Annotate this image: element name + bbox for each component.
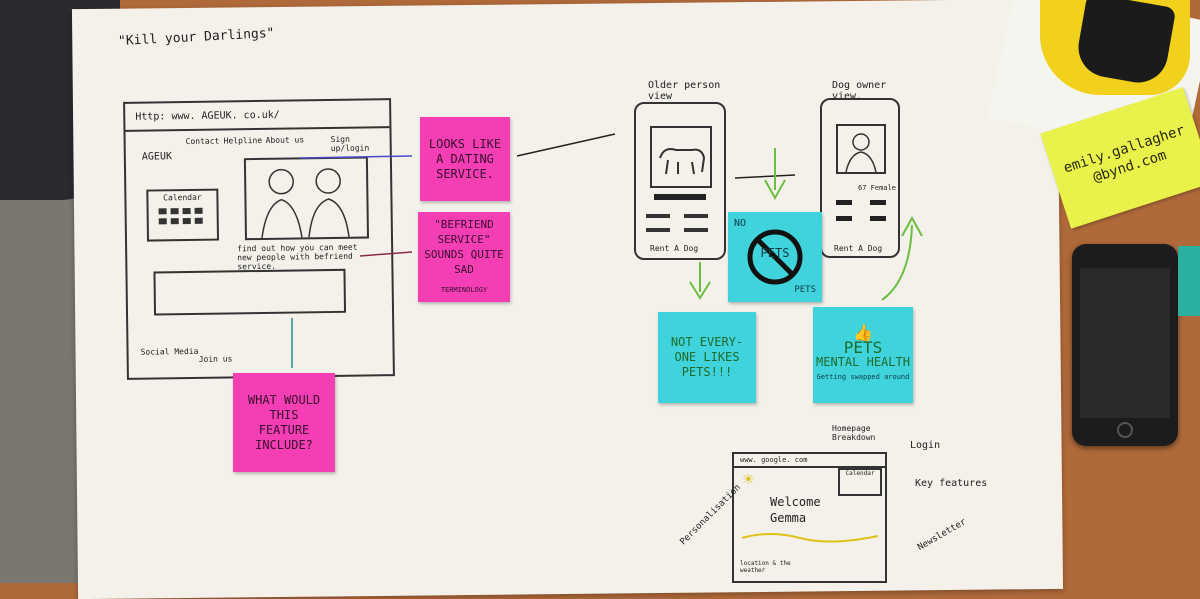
- note-dating-text: LOOKS LIKE A DATING SERVICE.: [428, 136, 502, 181]
- note-pets-body: MENTAL HEALTH: [816, 355, 910, 369]
- note-feature-question: WHAT WOULD THIS FEATURE INCLUDE?: [233, 373, 335, 472]
- note-dating-service: LOOKS LIKE A DATING SERVICE.: [420, 117, 510, 201]
- owner-rent-button: Rent A Dog: [834, 244, 883, 253]
- owner-view-label: Dog owner view.: [832, 80, 887, 102]
- annot-login: Login: [910, 440, 941, 451]
- phone-owner-view: 67 Female Rent A Dog: [820, 98, 900, 258]
- thumbs-up-icon: 👍: [853, 323, 873, 342]
- bottom-calendar-label: Calendar: [845, 470, 875, 477]
- note-pets-title: PETS: [843, 338, 883, 357]
- bottom-calendar: Calendar: [838, 468, 882, 496]
- website-wireframe: Http: www. AGEUK. co.uk/ Contact Helplin…: [123, 98, 395, 380]
- note-not-everyone-text: NOT EVERY-ONE LIKES PETS!!!: [670, 335, 744, 379]
- dog-image: [650, 126, 712, 188]
- bottom-url: www. google. com: [740, 456, 808, 464]
- owner-image: [836, 124, 886, 174]
- note-befriend-body: SOUNDS QUITE SAD: [424, 247, 504, 276]
- sun-icon: ☀: [742, 472, 755, 488]
- note-email-text: emily.gallagher @bynd.com: [1061, 122, 1187, 186]
- smartphone-screen: [1080, 268, 1170, 418]
- annot-key-features: Key features: [915, 478, 988, 489]
- annot-homepage: Homepage Breakdown: [832, 424, 876, 442]
- phone-older-view: Rent A Dog: [634, 102, 726, 260]
- people-image: [243, 156, 370, 241]
- smartphone-device: [1072, 244, 1178, 446]
- note-feature-text: WHAT WOULD THIS FEATURE INCLUDE?: [247, 392, 321, 452]
- no-pets-bottom: PETS: [794, 285, 816, 295]
- note-no-pets: NO PETS PETS: [728, 212, 822, 302]
- note-pets-footer: Getting swapped around: [816, 373, 910, 381]
- no-pets-center: PETS: [760, 246, 790, 260]
- note-not-everyone: NOT EVERY-ONE LIKES PETS!!!: [658, 312, 756, 403]
- arrow-lines: [291, 133, 923, 368]
- home-button-icon: [1117, 422, 1133, 438]
- teal-card-edge: [1178, 246, 1200, 316]
- owner-caption: 67 Female: [858, 184, 896, 192]
- homepage-breakdown-wireframe: www. google. com ☀ Calendar Welcome Gemm…: [732, 452, 887, 583]
- older-rent-button: Rent A Dog: [650, 244, 699, 253]
- no-pets-sign-icon: [747, 229, 803, 285]
- location-weather: location & the weather: [740, 560, 791, 574]
- note-befriend-title: "BEFRIEND SERVICE": [434, 217, 494, 246]
- note-befriend-service: "BEFRIEND SERVICE" SOUNDS QUITE SAD TERM…: [418, 212, 510, 302]
- note-pets-mental-health: 👍 PETS MENTAL HEALTH Getting swapped aro…: [813, 307, 913, 403]
- no-pets-top: NO: [734, 218, 747, 229]
- welcome-text: Welcome Gemma: [770, 495, 821, 525]
- note-befriend-footer: TERMINOLOGY: [440, 285, 488, 294]
- older-view-label: Older person view: [648, 80, 721, 102]
